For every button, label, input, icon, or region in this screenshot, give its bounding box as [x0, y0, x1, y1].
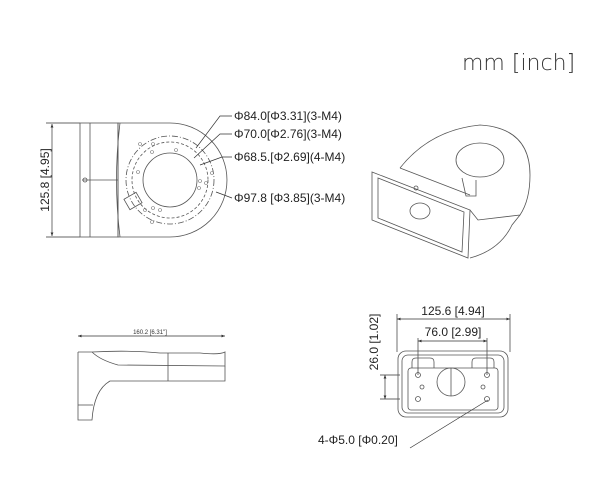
isometric-view — [371, 124, 531, 259]
front-height-label: 26.0 [1.02] — [367, 314, 381, 371]
side-view: 160.2 [6.31"] — [77, 330, 226, 421]
hole-callout: 4-Φ5.0 [Φ0.20] — [318, 433, 398, 447]
units-title: mm [inch] — [462, 51, 575, 76]
front-view: 125.6 [4.94] 76.0 [2.99] 26.0 [1.02] 4-Φ… — [318, 304, 511, 449]
width-label: 125.6 [4.94] — [421, 304, 484, 318]
callout-84: Φ84.0[Φ3.31](3-M4) — [234, 109, 342, 123]
top-view: 125.8 [4.95] Φ84.0[Φ3.31](3-M4) Φ70.0[Φ2… — [38, 109, 345, 238]
callout-68-5: Φ68.5.[Φ2.69](4-M4) — [234, 150, 345, 164]
callout-97-8: Φ97.8 [Φ3.85](3-M4) — [234, 191, 345, 205]
side-length-label: 160.2 [6.31"] — [133, 330, 167, 336]
hole-spacing-label: 76.0 [2.99] — [425, 325, 482, 339]
callout-70: Φ70.0[Φ2.76](3-M4) — [234, 127, 342, 141]
top-height-label: 125.8 [4.95] — [38, 148, 52, 211]
